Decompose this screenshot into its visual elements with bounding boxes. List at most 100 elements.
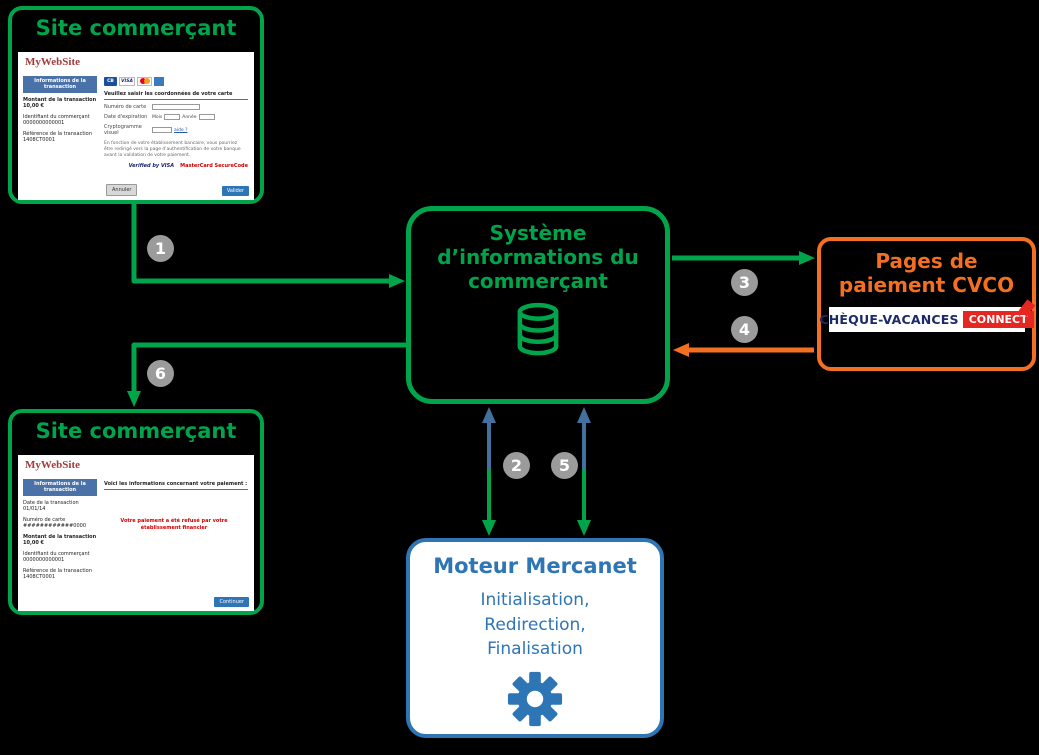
connect-badge: CONNECT bbox=[962, 311, 1034, 328]
step-number: 1 bbox=[154, 239, 167, 258]
expiry-month-label: Mois bbox=[152, 114, 163, 120]
node-moteur-mercanet: Moteur Mercanet Initialisation, Redirect… bbox=[406, 538, 664, 738]
sidebar-item: Référence de la transaction 1408CT0001 bbox=[23, 568, 97, 581]
expiry-year-label: Année bbox=[182, 114, 197, 120]
function-line: Initialisation, bbox=[480, 590, 590, 610]
sidebar-header: Informations de la transaction bbox=[23, 76, 97, 93]
sidebar-item-label: Identifiant du commerçant bbox=[23, 550, 90, 557]
bank-redirect-note: En fonction de votre établissement banca… bbox=[104, 141, 241, 159]
step-badge-2: 2 bbox=[503, 452, 530, 479]
card-number-input bbox=[152, 104, 200, 110]
step-badge-4: 4 bbox=[731, 316, 758, 343]
title-line: paiement CVCO bbox=[838, 273, 1015, 297]
cheque-vacances-wordmark: CHÈQUE-VACANCES bbox=[819, 312, 959, 327]
sidebar-item-value: 10,00 € bbox=[23, 103, 45, 109]
title-line: d’informations du bbox=[437, 245, 639, 269]
expiry-label: Date d'expiration bbox=[104, 114, 148, 120]
title-line: Système bbox=[489, 221, 587, 245]
sidebar-item-label: Identifiant du commerçant bbox=[23, 113, 90, 120]
sidebar-item-label: Montant de la transaction bbox=[23, 533, 97, 540]
sidebar-item-label: Référence de la transaction bbox=[23, 567, 92, 574]
card-number-label: Numéro de carte bbox=[104, 104, 147, 110]
title-line: commerçant bbox=[468, 269, 608, 293]
payment-result-main: Voici les informations concernant votre … bbox=[104, 479, 248, 532]
cb-logo: CB bbox=[104, 76, 117, 86]
function-line: Redirection, bbox=[484, 614, 586, 635]
card-number-row: Numéro de carte bbox=[104, 104, 248, 110]
node-title: Pages de paiement CVCO bbox=[821, 249, 1032, 297]
transaction-sidebar: Informations de la transaction Date de l… bbox=[23, 479, 97, 581]
title-line: Pages de bbox=[875, 249, 978, 273]
node-site-commercant-top: Site commerçant MyWebSite Informations d… bbox=[8, 6, 264, 204]
node-site-commercant-bottom: Site commerçant MyWebSite Informations d… bbox=[8, 409, 264, 615]
node-pages-paiement-cvco: Pages de paiement CVCO CHÈQUE-VACANCES C… bbox=[817, 237, 1036, 371]
card-entry-instruction: Veuillez saisir les coordonnées de votre… bbox=[104, 91, 248, 100]
step-badge-3: 3 bbox=[731, 269, 758, 296]
step-number: 2 bbox=[510, 456, 523, 475]
step-number: 6 bbox=[154, 364, 167, 383]
expiry-month-select bbox=[164, 114, 181, 120]
arrow-step6 bbox=[127, 342, 406, 407]
card-logo-extra bbox=[154, 76, 164, 86]
transaction-sidebar: Informations de la transaction Montant d… bbox=[23, 76, 97, 144]
sidebar-item-value: 01/01/14 bbox=[23, 506, 46, 512]
expiry-row: Date d'expiration Mois Année bbox=[104, 114, 248, 120]
mastercard-logo bbox=[137, 76, 152, 86]
node-title: Système d’informations du commerçant bbox=[411, 221, 665, 293]
step-number: 3 bbox=[738, 273, 751, 292]
sidebar-item-value: 1408CT0001 bbox=[23, 137, 55, 143]
mywebsite-logo: MyWebSite bbox=[25, 459, 80, 471]
sidebar-item-label: Date de la transaction bbox=[23, 499, 79, 506]
step-number: 4 bbox=[738, 320, 751, 339]
payment-result-screenshot: MyWebSite Informations de la transaction… bbox=[18, 455, 254, 611]
sidebar-item: Référence de la transaction 1408CT0001 bbox=[23, 131, 97, 144]
cvv-input bbox=[152, 127, 172, 133]
result-headline: Voici les informations concernant votre … bbox=[104, 481, 248, 490]
sidebar-item: Date de la transaction 01/01/14 bbox=[23, 500, 97, 513]
gear-icon bbox=[410, 670, 660, 728]
cheque-vacances-connect-logo: CHÈQUE-VACANCES CONNECT bbox=[819, 299, 1035, 332]
step-badge-5: 5 bbox=[551, 452, 578, 479]
node-title: Site commerçant bbox=[35, 16, 237, 40]
visa-logo: VISA bbox=[119, 76, 135, 86]
security-seals: Verified by VISA MasterCard SecureCode bbox=[104, 163, 248, 169]
sidebar-item-value: 10,00 € bbox=[23, 540, 45, 546]
cvv-label: Cryptogramme visuel bbox=[104, 124, 142, 136]
refusal-message: Votre paiement a été refusé par votre ét… bbox=[120, 518, 228, 531]
function-line: Finalisation bbox=[487, 639, 583, 660]
cancel-button: Annuler bbox=[106, 184, 138, 196]
sidebar-item-value: 1408CT0001 bbox=[23, 574, 55, 580]
sidebar-item: Numéro de carte ############0000 bbox=[23, 517, 97, 530]
card-brand-logos: CB VISA bbox=[104, 76, 248, 86]
sidebar-item: Montant de la transaction 10,00 € bbox=[23, 534, 97, 547]
sidebar-item-value: 0000000000001 bbox=[23, 557, 65, 563]
sidebar-item: Identifiant du commerçant 0000000000001 bbox=[23, 551, 97, 564]
mywebsite-logo: MyWebSite bbox=[25, 56, 80, 68]
valider-button: Valider bbox=[221, 186, 249, 196]
mercanet-functions: Initialisation, Redirection, Finalisatio… bbox=[410, 588, 660, 662]
sidebar-header: Informations de la transaction bbox=[23, 479, 97, 496]
database-icon bbox=[411, 301, 665, 359]
payment-form-screenshot: MyWebSite Informations de la transaction… bbox=[18, 52, 254, 200]
verified-by-visa-logo: Verified by VISA bbox=[128, 163, 175, 170]
sidebar-item-value: ############0000 bbox=[23, 523, 86, 529]
cvv-help-link: aide ? bbox=[174, 127, 188, 133]
sidebar-item: Montant de la transaction 10,00 € bbox=[23, 97, 97, 110]
node-title: Moteur Mercanet bbox=[433, 554, 637, 578]
step-badge-1: 1 bbox=[147, 235, 174, 262]
sidebar-item-value: 0000000000001 bbox=[23, 120, 65, 126]
continuer-button: Continuer bbox=[214, 597, 249, 607]
expiry-year-select bbox=[198, 114, 215, 120]
cvv-row: Cryptogramme visuel aide ? bbox=[104, 124, 248, 136]
node-systeme-informations: Système d’informations du commerçant bbox=[406, 206, 670, 404]
node-title: Site commerçant bbox=[35, 419, 237, 443]
sidebar-item-label: Numéro de carte bbox=[23, 516, 66, 523]
step-badge-6: 6 bbox=[147, 360, 174, 387]
payment-form-main: CB VISA Veuillez saisir les coordonnées … bbox=[104, 76, 248, 169]
step-number: 5 bbox=[558, 456, 571, 475]
sidebar-item-label: Référence de la transaction bbox=[23, 130, 92, 137]
arrow-step1 bbox=[131, 204, 405, 288]
sidebar-item-label: Montant de la transaction bbox=[23, 96, 97, 103]
